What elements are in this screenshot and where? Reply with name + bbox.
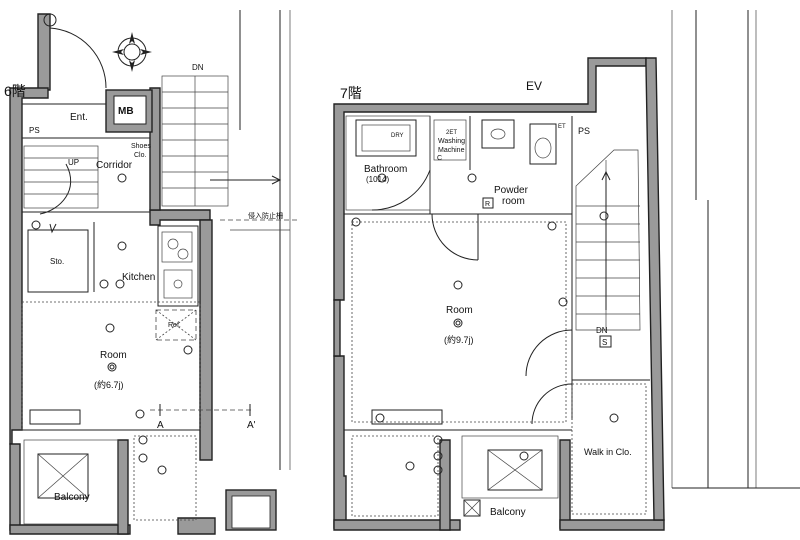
floor7-label: 7階 (340, 85, 362, 101)
s-mark: S (602, 338, 607, 347)
washing-label: Washing (438, 138, 465, 145)
shoes-label: Shoes (131, 143, 151, 150)
r-mark: R (485, 201, 490, 208)
bathroom-door-swing-icon (371, 169, 431, 211)
outlet-icon (547, 221, 557, 231)
stair-arrow-icon (210, 175, 282, 185)
grid-marker (43, 13, 57, 27)
walkin-label: Walk in Clo. (584, 447, 632, 457)
stair-arrow-icon (601, 170, 611, 310)
ev-label: EV (526, 79, 542, 93)
outlet-icon (183, 345, 193, 355)
entrance-label: Ent. (70, 112, 88, 123)
machine-label: Machine (438, 147, 465, 154)
ref-label: Ref. (168, 322, 181, 329)
bathtub (355, 119, 417, 157)
compass-icon (112, 32, 152, 72)
mb-label: MB (118, 106, 134, 117)
outlet-icon (375, 413, 385, 423)
bathroom-label: Bathroom (364, 164, 407, 175)
floor7-stair (575, 149, 641, 331)
floor6-balcony-unit (23, 435, 197, 525)
et-mark: ET (558, 124, 566, 130)
toilet (529, 123, 557, 165)
stair6-dn-label: DN (192, 63, 204, 72)
outlet-icon (138, 453, 148, 463)
shoes-clo-label: Clo. (134, 152, 147, 159)
stair-up-label: UP (68, 158, 79, 167)
hall-door-swing-icon (525, 329, 573, 377)
section-a-prime-label: A' (247, 420, 256, 431)
room7-size-label: (約9.7j) (444, 334, 474, 345)
balcony6-label: Balcony (54, 492, 90, 503)
ceiling-light-icon (377, 173, 619, 471)
kitchen-label: Kitchen (122, 272, 155, 283)
dry-mark: DRY (391, 133, 404, 139)
floor6-exterior-stair (161, 75, 282, 207)
floor6-left-wall (9, 87, 49, 445)
c-mark: C (437, 155, 442, 162)
vanity-sink (481, 119, 515, 149)
outlet-icon (599, 211, 609, 221)
outlet-icon (351, 217, 361, 227)
floor6-outer-wall (37, 13, 51, 91)
floor6-label: 6階 (4, 83, 26, 99)
bathroom-size-label: (1014) (366, 175, 389, 184)
outlet-icon (433, 451, 443, 461)
room6-size-label: (約6.7j) (94, 379, 124, 390)
ceiling-light-icon (105, 173, 167, 475)
closet-door-swing-icon (531, 383, 573, 425)
room-door-swing-icon (431, 213, 479, 261)
outlet-icon (433, 435, 443, 445)
section-a-label: A (157, 420, 164, 431)
outlet-icon (558, 297, 568, 307)
washing-machine-area (433, 119, 467, 161)
ps7-label: PS (578, 126, 590, 136)
floor6-right-wall (149, 209, 211, 226)
floor-7-plan: 7階 EV PS DRY Bathroom (1014) 2ET Washing… (333, 10, 800, 531)
stair7-dn-label: DN (596, 326, 608, 335)
outlet-icon (31, 220, 41, 230)
floor7-balcony-unit (351, 383, 647, 517)
room6-label: Room (100, 350, 127, 361)
outlet-icon (433, 465, 443, 475)
outlet-icon (138, 435, 148, 445)
floor-6-plan: 6階 Ent. MB PS Shoes Clo. Corridor UP Sto… (4, 10, 300, 535)
window-sill (29, 409, 81, 425)
floor7-right-wall (645, 57, 665, 521)
outlet-icon (135, 409, 145, 419)
floor7-left-wall (333, 355, 347, 529)
room7-label: Room (446, 305, 473, 316)
storage-label: Sto. (50, 257, 64, 266)
floor6-stair (23, 145, 99, 234)
entrance-door-swing-icon (49, 27, 107, 89)
balcony7-label: Balcony (490, 507, 526, 518)
powder-label: Powder (494, 185, 529, 196)
powder-room-label: room (502, 196, 525, 207)
kitchen-counter (155, 225, 199, 341)
ps-label: PS (29, 126, 40, 135)
outlet-icon (115, 279, 125, 289)
outlet-icon (99, 279, 109, 289)
intrusion-barrier-label: 侵入防止柵 (248, 211, 283, 220)
washing-2et-label: 2ET (446, 130, 457, 136)
corridor-label: Corridor (96, 160, 133, 171)
